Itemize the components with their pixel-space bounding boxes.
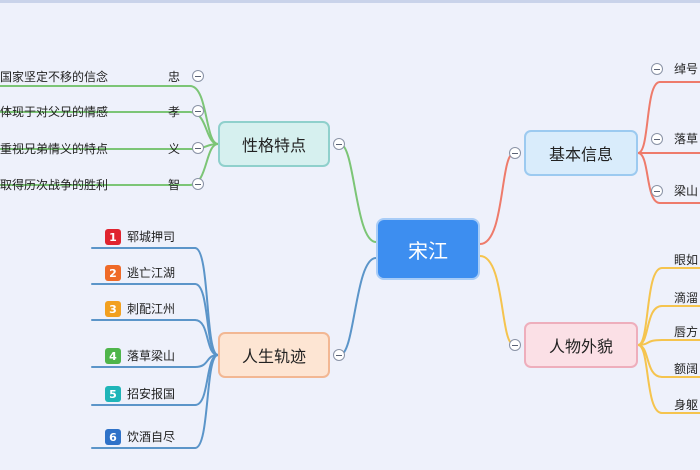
branch-life-trajectory[interactable]: 人生轨迹: [218, 332, 330, 378]
leaf-text[interactable]: 招安报国: [127, 387, 176, 401]
leaf-text[interactable]: 唇方: [674, 325, 699, 339]
leaf-text[interactable]: 眼如: [674, 253, 699, 267]
collapse-toggle-life[interactable]: [333, 349, 345, 361]
leaf-text[interactable]: 国家坚定不移的信念: [0, 70, 109, 84]
connector-appearance: [479, 255, 515, 346]
number-badge: 3: [105, 301, 121, 317]
leaf-text[interactable]: 饮酒自尽: [127, 430, 176, 444]
leaf-text[interactable]: 落草梁山: [127, 349, 176, 363]
collapse-toggle-leaf[interactable]: [651, 185, 663, 197]
collapse-toggle-leaf[interactable]: [192, 142, 204, 154]
connector-personality: [339, 143, 377, 243]
leaf-text[interactable]: 滴溜: [674, 291, 699, 305]
collapse-toggle-basic[interactable]: [509, 147, 521, 159]
leaf-tag: 义: [168, 142, 181, 156]
branch-personality[interactable]: 性格特点: [218, 121, 330, 167]
number-badge: 6: [105, 429, 121, 445]
connector-life: [339, 257, 377, 356]
leaf-text[interactable]: 落草: [674, 132, 699, 146]
central-topic[interactable]: 宋江: [376, 218, 480, 280]
leaf-text[interactable]: 郓城押司: [127, 230, 176, 244]
collapse-toggle-personality[interactable]: [333, 138, 345, 150]
leaf-text[interactable]: 体现于对父兄的情感: [0, 105, 109, 119]
leaf-text[interactable]: 刺配江州: [127, 302, 176, 316]
leaf-tag: 智: [168, 178, 181, 192]
leaf-text[interactable]: 取得历次战争的胜利: [0, 178, 109, 192]
branch-appearance[interactable]: 人物外貌: [524, 322, 638, 368]
leaf-text[interactable]: 梁山: [674, 184, 699, 198]
top-border: [0, 0, 700, 3]
leaf-tag: 孝: [168, 105, 181, 119]
collapse-toggle-leaf[interactable]: [192, 105, 204, 117]
branch-basic-info[interactable]: 基本信息: [524, 130, 638, 176]
leaf-text[interactable]: 身躯: [674, 398, 699, 412]
connector-basic: [479, 152, 515, 245]
number-badge: 1: [105, 229, 121, 245]
collapse-toggle-leaf[interactable]: [192, 70, 204, 82]
collapse-toggle-leaf[interactable]: [192, 178, 204, 190]
collapse-toggle-leaf[interactable]: [651, 63, 663, 75]
collapse-toggle-leaf[interactable]: [651, 133, 663, 145]
leaf-text[interactable]: 逃亡江湖: [127, 266, 176, 280]
leaf-text[interactable]: 重视兄弟情义的特点: [0, 142, 109, 156]
leaf-text[interactable]: 额阔: [674, 362, 699, 376]
collapse-toggle-appearance[interactable]: [509, 339, 521, 351]
number-badge: 5: [105, 386, 121, 402]
number-badge: 2: [105, 265, 121, 281]
number-badge: 4: [105, 348, 121, 364]
leaf-text[interactable]: 绰号: [674, 62, 699, 76]
leaf-tag: 忠: [168, 70, 181, 84]
